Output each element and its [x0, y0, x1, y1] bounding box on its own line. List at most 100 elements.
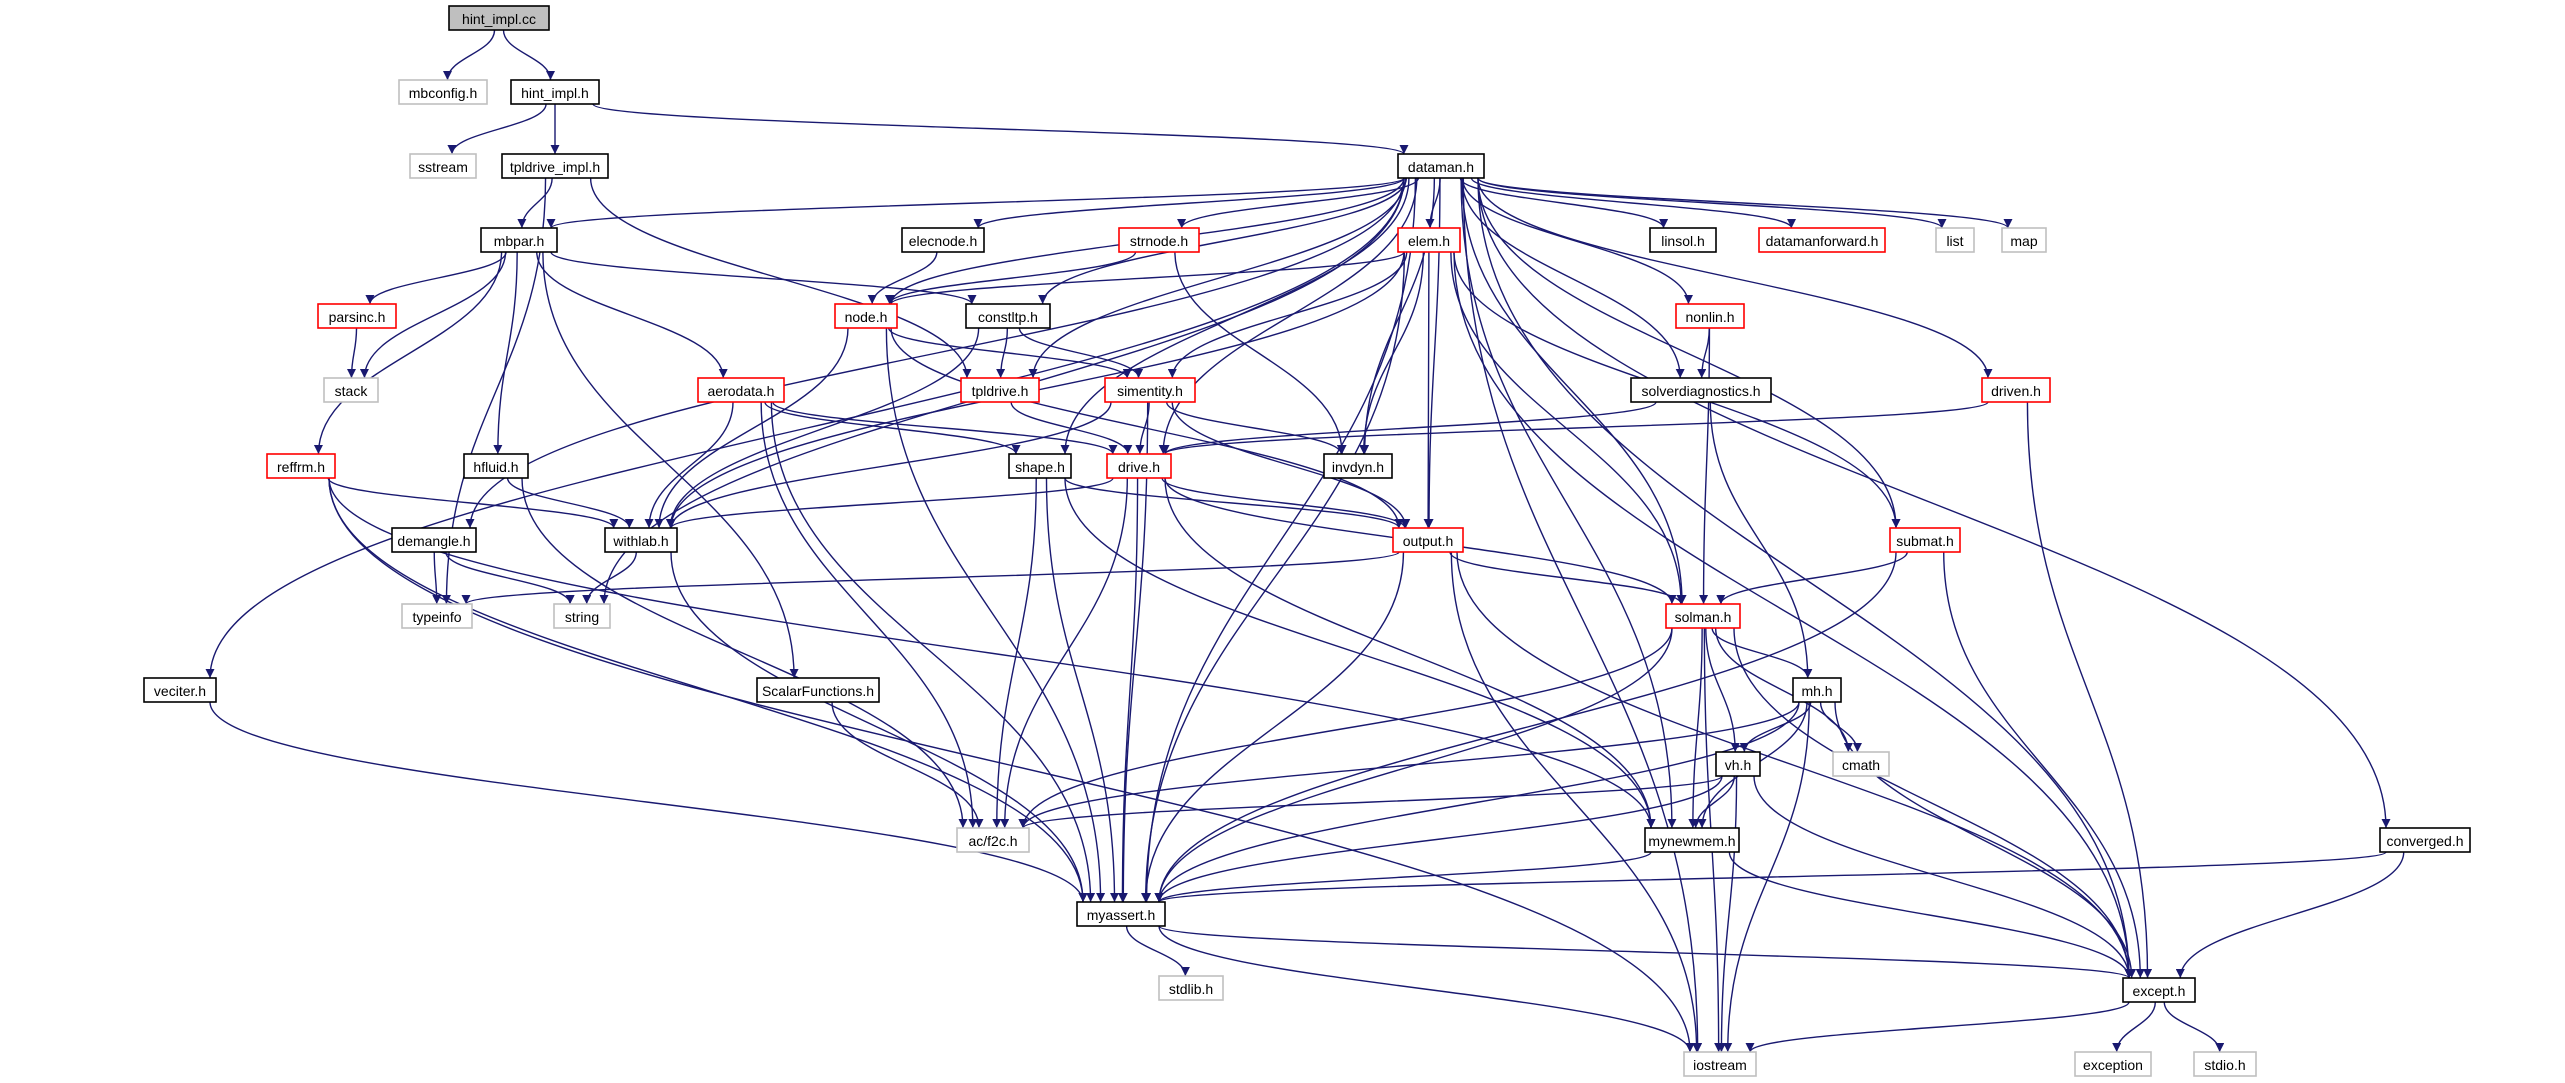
node-node-h[interactable]: node.h: [834, 303, 898, 329]
node-box: [1981, 377, 2051, 403]
node-mbpar-h[interactable]: mbpar.h: [480, 227, 558, 253]
edge-constltp_h-to-withlab_h: [665, 327, 980, 529]
edge-dataman_h-to-solverdiagnostics_h: [1461, 177, 1685, 379]
node-cmath: cmath: [1832, 751, 1890, 777]
edge-hint_impl_cc-to-mbconfig_h: [442, 29, 496, 81]
node-aerodata-h[interactable]: aerodata.h: [697, 377, 785, 403]
edge-dataman_h-to-linsol_h: [1459, 177, 1669, 229]
node-label: constltp.h: [978, 309, 1038, 325]
node-box: [2379, 827, 2471, 853]
node-hfluid-h[interactable]: hfluid.h: [463, 453, 529, 479]
node-label: hfluid.h: [473, 459, 518, 475]
edge-parsinc_h-to-stack: [346, 327, 358, 379]
edge-shape_h-to-ac_f2c_h: [992, 477, 1037, 829]
edge-aerodata_h-to-shape_h: [764, 401, 1021, 455]
node-submat-h[interactable]: submat.h: [1889, 527, 1961, 553]
node-dataman-h[interactable]: dataman.h: [1397, 153, 1485, 179]
edge-withlab_h-to-myassert_h: [670, 551, 1088, 903]
edge-mh_h-to-myassert_h: [1154, 701, 1800, 903]
node-label: map: [2010, 233, 2037, 249]
node-except-h[interactable]: except.h: [2122, 977, 2196, 1003]
node-label: drive.h: [1118, 459, 1160, 475]
node-converged-h[interactable]: converged.h: [2379, 827, 2471, 853]
node-simentity-h[interactable]: simentity.h: [1104, 377, 1196, 403]
node-label: elem.h: [1408, 233, 1450, 249]
node-withlab-h[interactable]: withlab.h: [604, 527, 678, 553]
edge-reffrm_h-to-iostream: [328, 477, 1695, 1053]
edge-submat_h-to-solman_h: [1716, 551, 1908, 605]
node-label: ScalarFunctions.h: [762, 683, 874, 699]
node-elecnode-h[interactable]: elecnode.h: [901, 227, 985, 253]
node-list: list: [1935, 227, 1975, 253]
node-label: solman.h: [1675, 609, 1732, 625]
edge-dataman_h-to-except_h: [1477, 177, 2134, 979]
node-label: mbpar.h: [494, 233, 545, 249]
node-box: [1392, 527, 1464, 553]
node-box: [1758, 227, 1886, 253]
node-label: aerodata.h: [708, 383, 775, 399]
node-myassert-h[interactable]: myassert.h: [1076, 901, 1166, 927]
node-drive-h[interactable]: drive.h: [1106, 453, 1172, 479]
edge-simentity_h-to-drive_h: [1135, 401, 1150, 455]
edge-simentity_h-to-invdyn_h: [1165, 401, 1346, 455]
edge-output_h-to-except_h: [1456, 551, 2134, 979]
node-vh-h[interactable]: vh.h: [1715, 751, 1761, 777]
node-strnode-h[interactable]: strnode.h: [1118, 227, 1200, 253]
edge-shape_h-to-mynewmem_h: [1064, 477, 1656, 829]
edge-hint_impl_h-to-dataman_h: [592, 103, 1409, 155]
node-constltp-h[interactable]: constltp.h: [965, 303, 1051, 329]
node-typeinfo: typeinfo: [401, 603, 473, 629]
edge-dataman_h-to-driven_h: [1477, 177, 1993, 379]
node-label: solverdiagnostics.h: [1641, 383, 1760, 399]
node-driven-h[interactable]: driven.h: [1981, 377, 2051, 403]
node-tpldrive-h[interactable]: tpldrive.h: [960, 377, 1040, 403]
node-nonlin-h[interactable]: nonlin.h: [1675, 303, 1745, 329]
edge-node_h-to-simentity_h: [888, 327, 1132, 379]
node-box: [901, 227, 985, 253]
node-demangle-h[interactable]: demangle.h: [391, 527, 477, 553]
edge-solverdiagnostics_h-to-drive_h: [1160, 401, 1657, 455]
node-invdyn-h[interactable]: invdyn.h: [1323, 453, 1393, 479]
node-box: [1630, 377, 1772, 403]
node-linsol-h[interactable]: linsol.h: [1649, 227, 1717, 253]
node-stack: stack: [323, 377, 379, 403]
node-box: [1158, 975, 1224, 1001]
node-mh-h[interactable]: mh.h: [1792, 677, 1842, 703]
node-box: [1683, 1051, 1757, 1077]
node-scalarfunctions-h[interactable]: ScalarFunctions.h: [756, 677, 880, 703]
edge-driven_h-to-drive_h: [1160, 401, 1989, 455]
edge-mbpar_h-to-scalarfunctions_h: [542, 251, 799, 679]
node-box: [317, 303, 397, 329]
node-parsinc-h[interactable]: parsinc.h: [317, 303, 397, 329]
node-shape-h[interactable]: shape.h: [1008, 453, 1072, 479]
node-veciter-h[interactable]: veciter.h: [143, 677, 217, 703]
node-label: parsinc.h: [329, 309, 386, 325]
edge-dataman_h-to-veciter_h: [205, 177, 1405, 679]
node-box: [510, 79, 600, 105]
node-label: vh.h: [1725, 757, 1751, 773]
node-solman-h[interactable]: solman.h: [1665, 603, 1741, 629]
node-box: [463, 453, 529, 479]
edge-submat_h-to-except_h: [1943, 551, 2145, 979]
edge-hint_impl_cc-to-hint_impl_h: [502, 29, 556, 81]
node-label: iostream: [1693, 1057, 1747, 1073]
edge-aerodata_h-to-ac_f2c_h: [760, 401, 978, 829]
node-box: [1715, 751, 1761, 777]
edge-except_h-to-exception: [2112, 1001, 2157, 1053]
node-label: cmath: [1842, 757, 1880, 773]
node-tpldrive-impl-h[interactable]: tpldrive_impl.h: [501, 153, 609, 179]
node-solverdiagnostics-h[interactable]: solverdiagnostics.h: [1630, 377, 1772, 403]
node-output-h[interactable]: output.h: [1392, 527, 1464, 553]
edge-tpldrive_impl_h-to-tpldrive_h: [589, 177, 972, 379]
node-box: [1104, 377, 1196, 403]
edge-hfluid_h-to-ac_f2c_h: [521, 477, 968, 829]
node-datamanforward-h[interactable]: datamanforward.h: [1758, 227, 1886, 253]
node-hint-impl-h[interactable]: hint_impl.h: [510, 79, 600, 105]
node-mynewmem-h[interactable]: mynewmem.h: [1644, 827, 1740, 853]
edge-myassert_h-to-except_h: [1158, 925, 2134, 979]
edge-vh_h-to-except_h: [1753, 775, 2134, 979]
edge-output_h-to-typeinfo: [461, 551, 1400, 605]
node-elem-h[interactable]: elem.h: [1397, 227, 1461, 253]
node-reffrm-h[interactable]: reffrm.h: [266, 453, 336, 479]
